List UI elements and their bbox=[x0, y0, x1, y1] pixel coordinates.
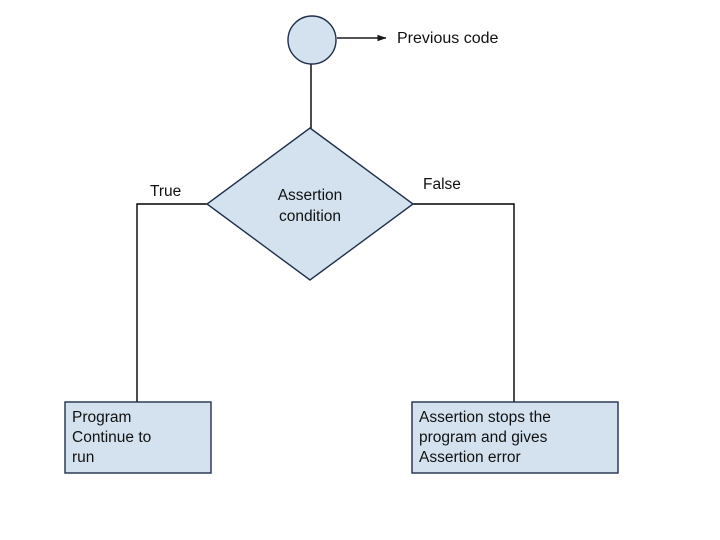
true-outcome-line2: Continue to bbox=[72, 429, 151, 446]
false-outcome-line1: Assertion stops the bbox=[419, 409, 551, 426]
true-outcome-line1: Program bbox=[72, 409, 131, 426]
decision-node-diamond[interactable] bbox=[205, 127, 415, 281]
true-outcome-box[interactable] bbox=[64, 401, 212, 474]
connector-decision-true-branch bbox=[136, 203, 208, 403]
decision-node-label-line2: condition bbox=[279, 208, 341, 225]
previous-code-label: Previous code bbox=[397, 30, 498, 47]
decision-node-label-line1: Assertion bbox=[278, 187, 343, 204]
false-outcome-line2: program and gives bbox=[419, 429, 548, 446]
edge-label-true: True bbox=[150, 183, 181, 200]
false-outcome-line3: Assertion error bbox=[419, 449, 521, 466]
edge-label-false: False bbox=[423, 176, 461, 193]
false-outcome-box[interactable] bbox=[411, 401, 619, 474]
true-outcome-line3: run bbox=[72, 449, 94, 466]
connector-decision-false-branch bbox=[412, 203, 515, 403]
start-node-circle[interactable] bbox=[287, 15, 337, 65]
